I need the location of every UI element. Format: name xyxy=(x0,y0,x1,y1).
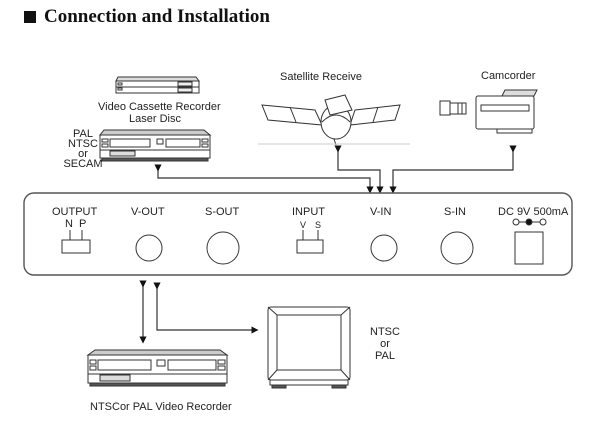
format-left-or: or xyxy=(78,148,88,160)
s-out-label: S-OUT xyxy=(205,206,240,218)
satellite-label: Satellite Receive xyxy=(280,71,362,83)
v-in-jack[interactable] xyxy=(370,234,398,262)
s-in-jack[interactable] xyxy=(440,231,474,265)
dc-label: DC 9V 500mA xyxy=(498,206,569,218)
s-in-label: S-IN xyxy=(444,206,466,218)
input-switch[interactable] xyxy=(296,230,324,254)
format-left-secam: SECAM xyxy=(63,158,103,170)
bullet-square-icon xyxy=(24,11,36,23)
tv-format-ntsc: NTSC xyxy=(370,326,400,338)
input-v-label: V xyxy=(300,220,307,230)
format-left-pal: PAL xyxy=(73,128,93,140)
laser-disc-device xyxy=(98,129,212,162)
laser-disc-label: Laser Disc xyxy=(129,113,181,125)
page-title: Connection and Installation xyxy=(24,6,270,28)
polarity-icon xyxy=(512,218,547,226)
output-label: OUTPUT xyxy=(52,206,98,218)
camcorder-device xyxy=(439,89,538,134)
vcr-label: Video Cassette Recorder xyxy=(98,101,221,113)
recorder-label: NTSCor PAL Video Recorder xyxy=(90,401,232,413)
format-left-ntsc: NTSC xyxy=(68,138,98,150)
v-out-label: V-OUT xyxy=(131,206,165,218)
device-rear-panel xyxy=(23,192,573,276)
v-in-label: V-IN xyxy=(370,206,392,218)
s-out-jack[interactable] xyxy=(206,231,240,265)
satellite-device xyxy=(258,94,410,146)
output-n-label: N xyxy=(65,218,73,230)
input-label: INPUT xyxy=(292,206,325,218)
tv-format-or: or xyxy=(380,338,390,350)
title-text: Connection and Installation xyxy=(44,6,270,27)
output-p-label: P xyxy=(79,218,87,230)
dc-power-jack[interactable] xyxy=(514,231,544,265)
output-switch[interactable] xyxy=(61,230,91,254)
video-recorder-device xyxy=(86,349,229,387)
connection-lines-top xyxy=(154,145,517,194)
input-s-label: S xyxy=(315,220,322,230)
camcorder-label: Camcorder xyxy=(481,70,536,82)
tv-format-pal: PAL xyxy=(375,350,395,362)
vcr-top-small-device xyxy=(115,76,200,94)
television-device xyxy=(267,306,351,389)
v-out-jack[interactable] xyxy=(135,234,163,262)
connection-lines-bottom xyxy=(139,280,259,344)
